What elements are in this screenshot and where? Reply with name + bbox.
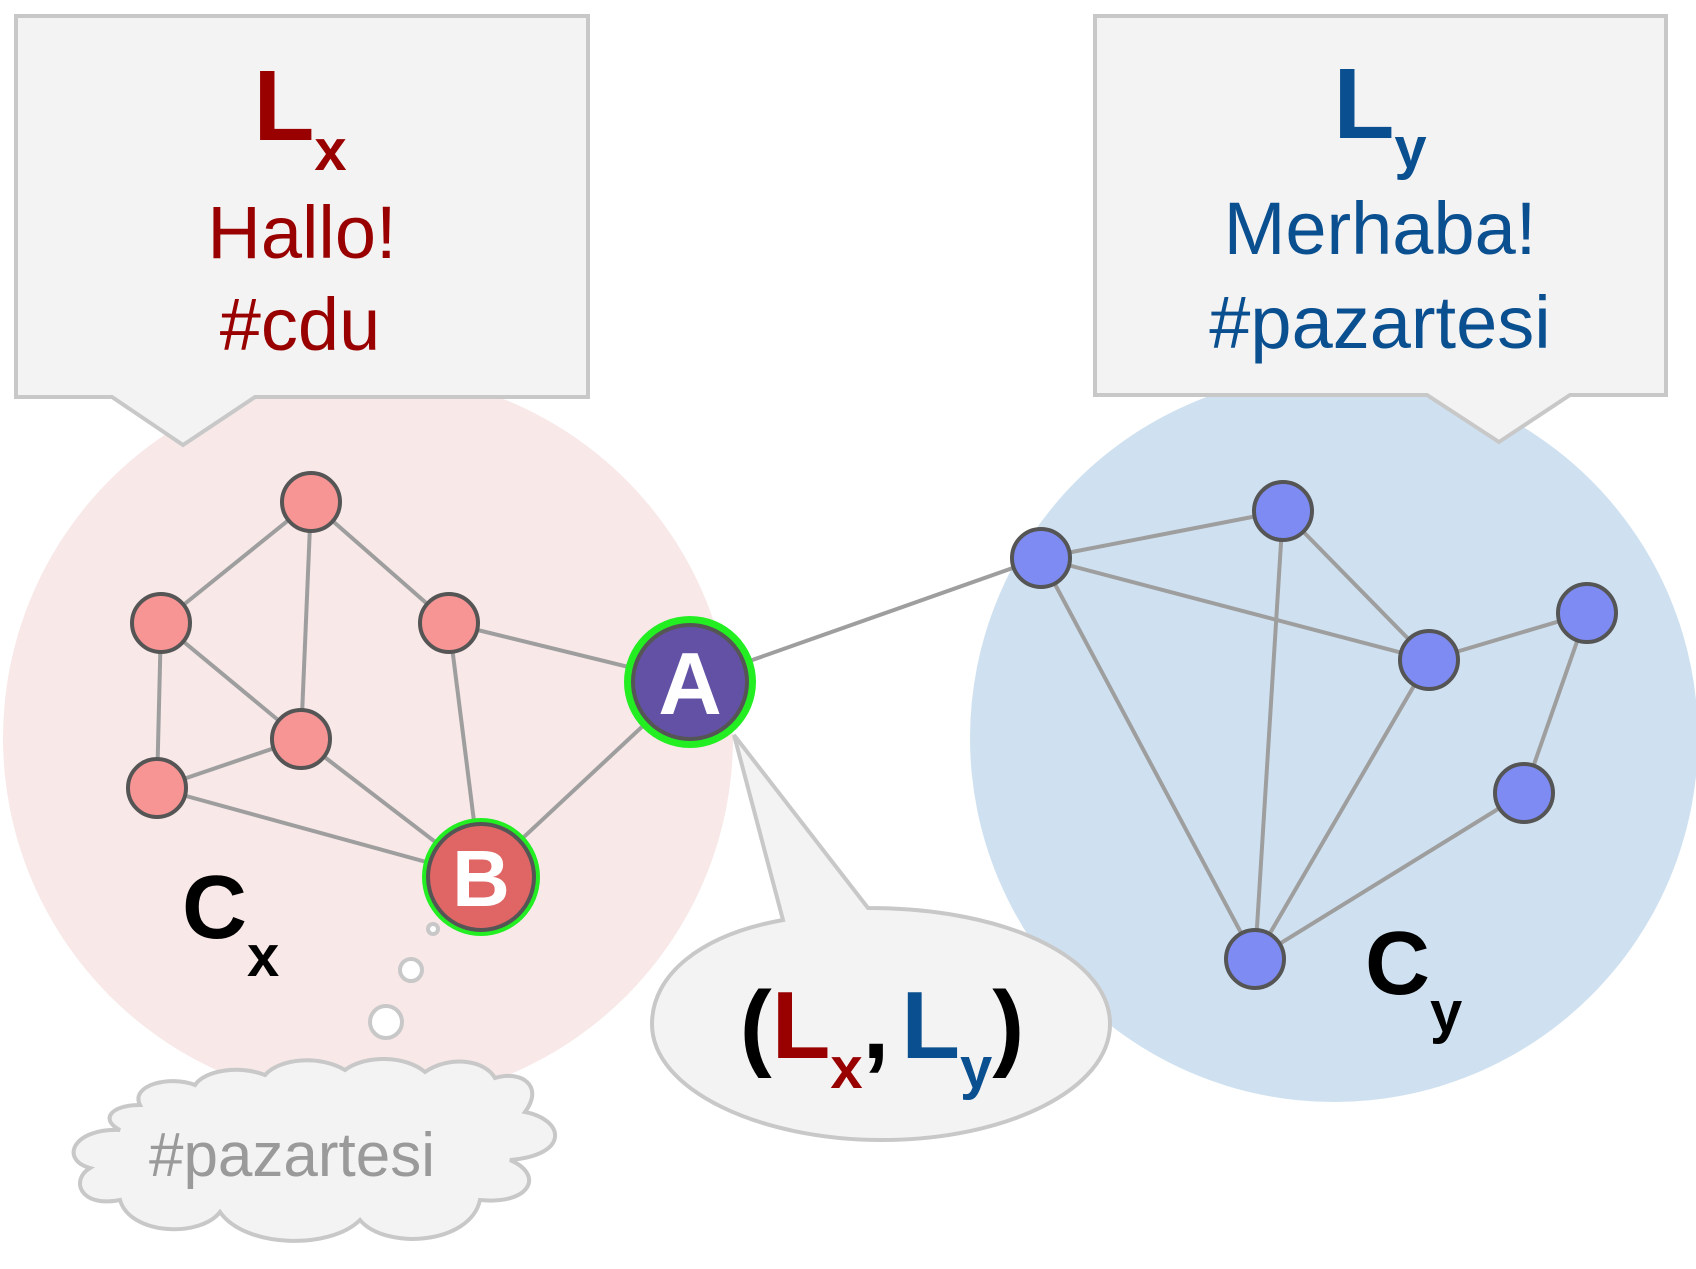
callout-left-lang: Lx [253,50,346,183]
cy-node [1556,582,1618,644]
cx-node [126,757,188,819]
thought-dot [426,922,440,936]
callout-right-lang: Ly [1333,48,1426,181]
cy-nodes [1010,480,1618,990]
thought-dot [398,957,424,983]
callout-right-greeting: Merhaba! [1224,187,1537,270]
edge [1253,658,1431,961]
edge [1281,509,1431,662]
community-cy-circle [970,374,1696,1102]
edge [159,500,313,625]
node-b: B [422,818,540,936]
cy-node [1252,480,1314,542]
thought-dot [368,1004,404,1040]
callout-left-hashtag: #cdu [220,283,380,366]
cy-node [1224,928,1286,990]
community-cy-label: Cy [1365,914,1462,1045]
cx-nodes [126,471,480,819]
edge [1253,510,1285,960]
edge [1522,612,1589,794]
community-cx-circle [3,373,733,1103]
callout-right: Ly Merhaba! #pazartesi [1093,14,1668,445]
thought-cloud-text: #pazartesi [149,1121,435,1190]
speech-bubble-text: (Lx,Ly) [740,972,1024,1101]
edge [1040,556,1430,662]
thought-cloud: #pazartesi [71,1057,557,1243]
node-a-label: A [658,634,722,733]
node-b-label: B [452,834,510,923]
callout-left-greeting: Hallo! [207,191,396,274]
cx-node [270,708,332,770]
cx-node [280,471,342,533]
cy-node [1398,629,1460,691]
callout-left: Lx Hallo! #cdu [14,14,590,448]
edge [1039,557,1257,960]
edge [1253,791,1526,961]
node-a: A [624,616,756,748]
cx-node [418,592,480,654]
cy-node [1493,762,1555,824]
cy-node [1010,527,1072,589]
community-cx-label: Cx [182,858,279,989]
callout-right-hashtag: #pazartesi [1209,281,1550,364]
edge [1040,509,1284,560]
thought-dots [368,922,440,1040]
cx-node [130,592,192,654]
speech-bubble: (Lx,Ly) [649,733,1113,1143]
edge [299,501,313,740]
